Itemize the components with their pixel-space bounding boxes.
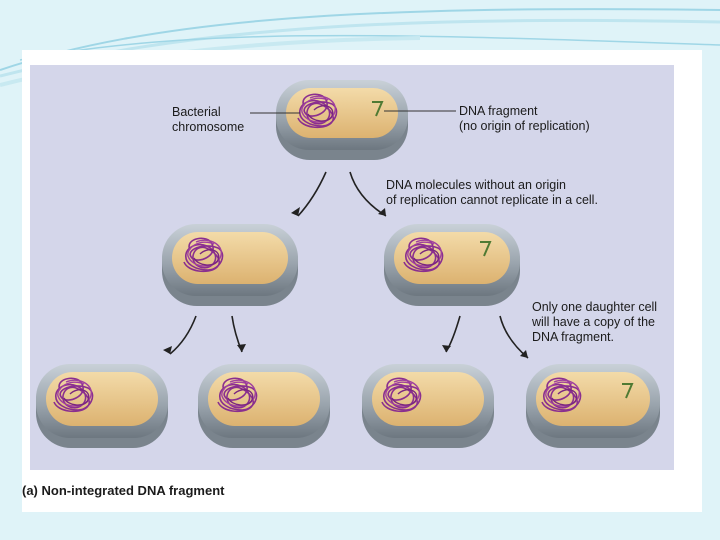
dna-fragment-icon	[372, 101, 384, 117]
granddaughter-cell-3	[362, 364, 494, 448]
dna-fragment-icon	[622, 383, 634, 399]
figure-caption: (a) Non-integrated DNA fragment	[22, 483, 225, 498]
arrow-heads	[163, 207, 528, 358]
daughter-cell-right	[384, 224, 520, 306]
granddaughter-cell-2	[198, 364, 330, 448]
daughter-cell-left	[162, 224, 298, 306]
daughter-cell-note: Only one daughter cell will have a copy …	[532, 300, 658, 344]
dna-fragment-label: DNA fragment (no origin of replication)	[459, 104, 590, 133]
granddaughter-cell-4	[526, 364, 660, 448]
bacterial-chromosome-label: Bacterial chromosome	[172, 105, 245, 134]
granddaughter-cell-1	[36, 364, 168, 448]
dna-fragment-icon	[480, 241, 492, 257]
no-origin-note: DNA molecules without an origin of repli…	[386, 178, 598, 207]
parent-cell	[276, 80, 408, 160]
